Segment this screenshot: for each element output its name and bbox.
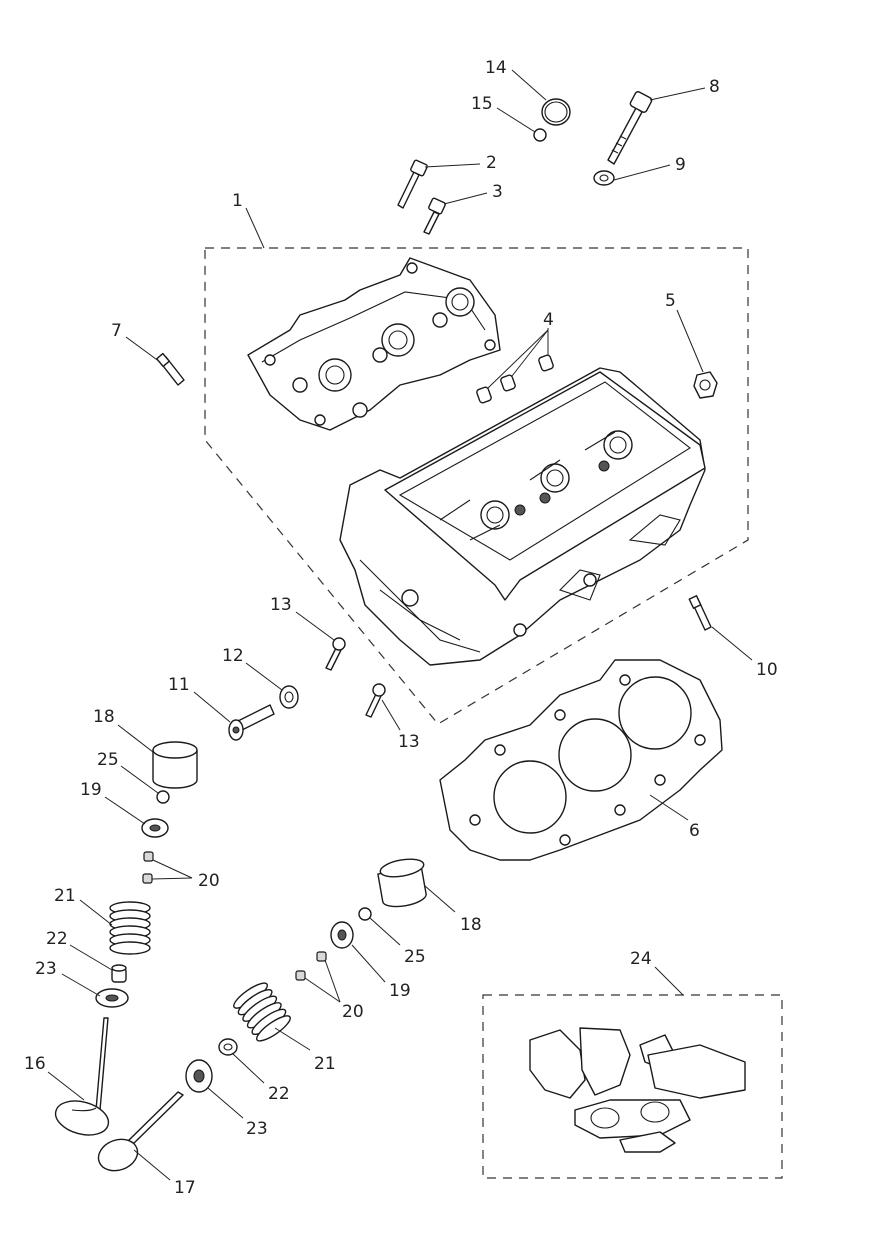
cylinder-head-icon xyxy=(339,367,706,666)
callout-22a: 22 xyxy=(46,929,68,949)
callout-10: 10 xyxy=(756,660,778,680)
tappet-bucket-icon xyxy=(152,741,198,789)
spring-retainer-icon xyxy=(330,921,354,949)
callout-21a: 21 xyxy=(54,886,76,906)
bolt-icon xyxy=(607,91,653,165)
gasket-kit-icon xyxy=(529,1027,746,1153)
valve-stem-seal-icon xyxy=(111,964,127,983)
leader-lines xyxy=(47,69,753,1181)
callout-12: 12 xyxy=(222,646,244,666)
valve-spring-icon xyxy=(233,982,291,1042)
callout-19b: 19 xyxy=(389,981,411,1001)
spring-seat-icon xyxy=(95,988,129,1008)
callout-18a: 18 xyxy=(93,707,115,727)
callout-21b: 21 xyxy=(314,1054,336,1074)
collet-icon xyxy=(295,951,327,981)
callout-20b: 20 xyxy=(342,1002,364,1022)
callout-11: 11 xyxy=(168,675,190,695)
bolt-icon xyxy=(365,683,386,718)
callout-20a: 20 xyxy=(198,871,220,891)
callout-25a: 25 xyxy=(97,750,119,770)
callout-2: 2 xyxy=(486,153,497,173)
o-ring-icon xyxy=(541,98,571,126)
callout-labels: 1 2 3 4 5 6 7 8 9 10 11 12 13 13 14 15 1… xyxy=(24,58,778,1198)
dowel-icon xyxy=(476,354,554,404)
tappet-bucket-icon xyxy=(377,858,427,908)
assembly-24-boundary xyxy=(482,994,783,1179)
callout-9: 9 xyxy=(675,155,686,175)
callout-19a: 19 xyxy=(80,780,102,800)
callout-22b: 22 xyxy=(268,1084,290,1104)
collet-icon xyxy=(142,851,154,884)
callout-8: 8 xyxy=(709,77,720,97)
callout-17: 17 xyxy=(174,1178,196,1198)
callout-5: 5 xyxy=(665,291,676,311)
callout-7: 7 xyxy=(111,321,122,341)
valve-spring-icon xyxy=(109,901,151,955)
callout-14: 14 xyxy=(485,58,507,78)
bolt-icon xyxy=(397,159,428,209)
bolt-icon xyxy=(423,197,446,235)
spring-seat-icon xyxy=(185,1059,213,1093)
callout-16: 16 xyxy=(24,1054,46,1074)
callout-13a: 13 xyxy=(270,595,292,615)
callout-1: 1 xyxy=(232,191,243,211)
callout-23b: 23 xyxy=(246,1119,268,1139)
callout-6: 6 xyxy=(689,821,700,841)
assembly-1-boundary xyxy=(204,247,749,725)
washer-icon xyxy=(279,685,299,709)
washer-icon xyxy=(593,170,615,186)
valve-icon xyxy=(97,1091,184,1172)
callout-25b: 25 xyxy=(404,947,426,967)
camshaft-carrier-icon xyxy=(247,257,501,431)
bolt-icon xyxy=(325,637,346,671)
callout-23a: 23 xyxy=(35,959,57,979)
nut-icon xyxy=(693,371,718,399)
valve-icon xyxy=(54,1017,110,1136)
callout-13b: 13 xyxy=(398,732,420,752)
callout-3: 3 xyxy=(492,182,503,202)
stud-icon xyxy=(688,595,712,631)
callout-18b: 18 xyxy=(460,915,482,935)
shim-icon xyxy=(358,907,372,921)
head-gasket-icon xyxy=(439,659,723,861)
callout-24: 24 xyxy=(630,949,652,969)
callout-15: 15 xyxy=(471,94,493,114)
shim-icon xyxy=(156,790,170,804)
stud-icon xyxy=(156,352,185,386)
pin-icon xyxy=(228,704,275,741)
spring-retainer-icon xyxy=(141,818,169,838)
callout-4: 4 xyxy=(543,310,554,330)
o-ring-icon xyxy=(533,128,547,142)
valve-stem-seal-icon xyxy=(218,1038,238,1056)
